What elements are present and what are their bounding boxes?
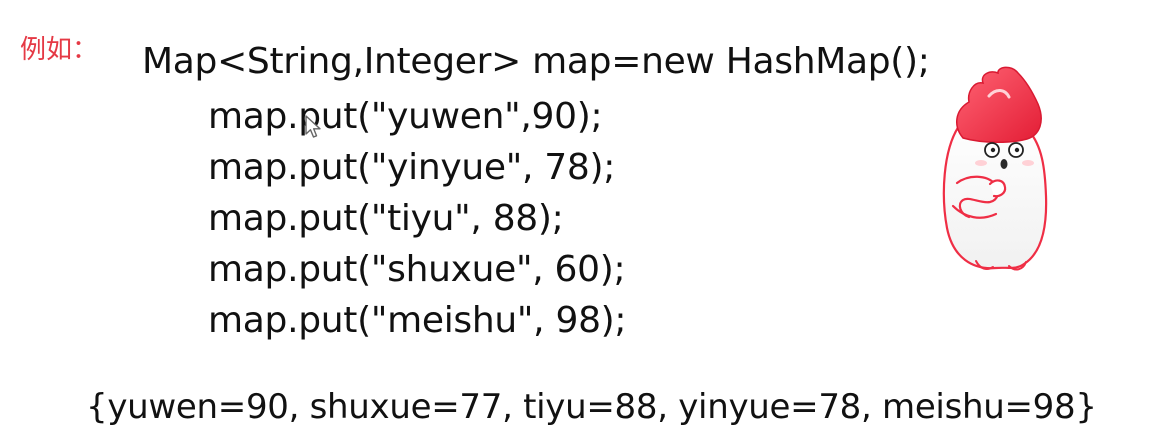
code-line-put-shuxue: map.put("shuxue", 60); xyxy=(208,249,626,290)
example-label: 例如： xyxy=(20,35,99,65)
mouse-pointer-icon xyxy=(305,115,321,138)
code-line-put-yinyue: map.put("yinyue", 78); xyxy=(208,147,616,188)
code-line-put-yuwen: map.put("yuwen",90); xyxy=(208,96,603,137)
code-line-put-meishu: map.put("meishu", 98); xyxy=(208,300,627,341)
mascot-icon xyxy=(942,66,1048,271)
map-output-line: {yuwen=90, shuxue=77, tiyu=88, yinyue=78… xyxy=(86,387,1097,427)
code-block: Map<String,Integer> map=new HashMap(); m… xyxy=(142,41,930,341)
code-line-put-tiyu: map.put("tiyu", 88); xyxy=(208,198,564,239)
code-line-declaration: Map<String,Integer> map=new HashMap(); xyxy=(142,41,930,82)
